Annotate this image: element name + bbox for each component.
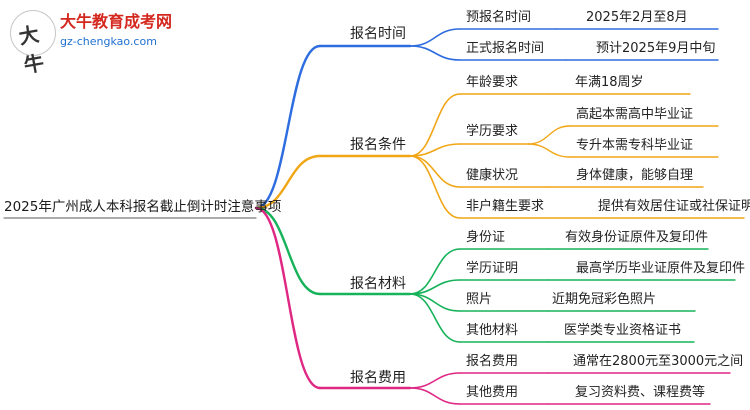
leaf-label: 其他费用 bbox=[466, 385, 519, 400]
logo-url[interactable]: gz-chengkao.com bbox=[60, 35, 157, 48]
branch-registration-conditions: 报名条件 bbox=[350, 137, 406, 153]
leaf-value: 提供有效居住证或社保证明 bbox=[598, 199, 750, 214]
branch-leaf-connector bbox=[409, 143, 461, 157]
leaf-label: 学历证明 bbox=[466, 261, 519, 276]
leaf-label: 其他材料 bbox=[466, 323, 519, 338]
sub-leaf-connector bbox=[527, 125, 571, 145]
leaf-label: 正式报名时间 bbox=[466, 41, 545, 56]
branch-leaf-connector bbox=[409, 248, 461, 295]
root-node: 2025年广州成人本科报名截止倒计时注意事项 bbox=[4, 199, 282, 215]
leaf-value: 预计2025年9月中旬 bbox=[596, 41, 716, 56]
leaf-value: 2025年2月至8月 bbox=[586, 10, 688, 25]
leaf-label: 身份证 bbox=[466, 230, 506, 245]
leaf-value: 最高学历毕业证原件及复印件 bbox=[576, 261, 746, 276]
branch-leaf-connector bbox=[409, 93, 461, 157]
branch-leaf-connector bbox=[409, 372, 461, 389]
root-branch-connector bbox=[254, 44, 322, 210]
leaf-value: 高起本需高中毕业证 bbox=[576, 107, 694, 122]
branch-leaf-connector bbox=[409, 155, 461, 188]
branch-leaf-connector bbox=[409, 28, 461, 47]
site-logo[interactable]: 大牛 大牛教育成考网 gz-chengkao.com bbox=[8, 8, 188, 78]
leaf-label: 预报名时间 bbox=[466, 10, 532, 25]
leaf-value: 近期免冠彩色照片 bbox=[552, 292, 657, 307]
leaf-value: 通常在2800元至3000元之间 bbox=[573, 354, 744, 369]
leaf-value: 复习资料费、课程费等 bbox=[575, 385, 706, 400]
leaf-value: 医学类专业资格证书 bbox=[564, 323, 682, 338]
leaf-label: 学历要求 bbox=[466, 124, 519, 139]
leaf-label: 报名费用 bbox=[466, 354, 519, 369]
branch-registration-materials: 报名材料 bbox=[350, 276, 406, 292]
root-branch-connector bbox=[254, 154, 322, 210]
root-branch-connector bbox=[254, 206, 322, 390]
leaf-value: 身体健康，能够自理 bbox=[576, 168, 694, 183]
branch-leaf-connector bbox=[409, 45, 461, 61]
leaf-value: 年满18周岁 bbox=[575, 75, 644, 90]
leaf-value: 有效身份证原件及复印件 bbox=[565, 230, 709, 245]
branch-leaf-connector bbox=[409, 293, 461, 343]
root-branch-connector bbox=[254, 206, 322, 296]
logo-title: 大牛教育成考网 bbox=[60, 12, 173, 31]
leaf-label: 年龄要求 bbox=[466, 75, 519, 90]
leaf-value: 专升本需专科毕业证 bbox=[576, 138, 694, 153]
branch-registration-fees: 报名费用 bbox=[350, 370, 406, 386]
branch-leaf-connector bbox=[409, 155, 461, 219]
leaf-label: 健康状况 bbox=[466, 168, 519, 183]
branch-registration-time: 报名时间 bbox=[350, 26, 406, 42]
leaf-label: 非户籍生要求 bbox=[466, 199, 545, 214]
sub-leaf-connector bbox=[527, 143, 571, 158]
branch-leaf-connector bbox=[409, 387, 461, 405]
leaf-label: 照片 bbox=[466, 292, 493, 307]
logo-mark-icon: 大牛 bbox=[10, 10, 56, 78]
